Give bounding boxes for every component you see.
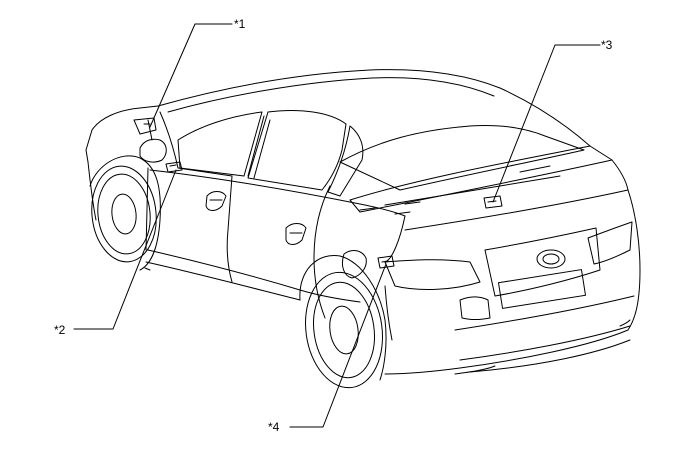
leader-line-3 (492, 44, 601, 203)
leader-line-1 (149, 23, 233, 128)
callout-label-4: *4 (268, 420, 280, 434)
component-marker-4 (377, 255, 395, 269)
component-marker-1 (133, 117, 157, 135)
leader-line-4 (289, 263, 387, 428)
callout-label-3: *3 (601, 38, 613, 52)
callout-label-2: *2 (54, 323, 66, 337)
leader-line-2 (73, 169, 177, 330)
component-marker-2 (165, 161, 183, 173)
car-body-outline (85, 69, 641, 389)
callout-label-1: *1 (234, 17, 246, 31)
